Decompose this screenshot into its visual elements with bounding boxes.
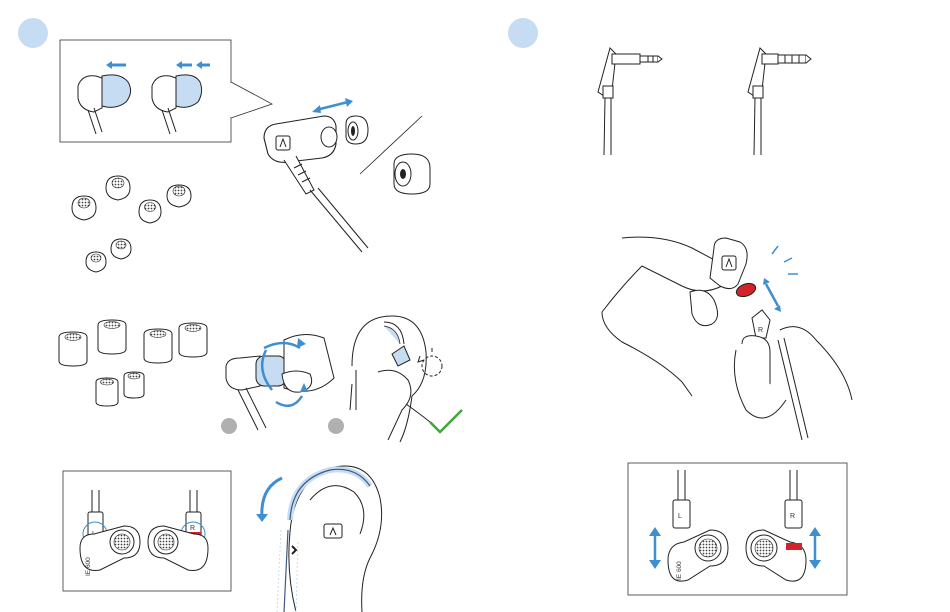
cable-over-ear	[256, 466, 382, 612]
left-right-identification: L IE 600 R	[63, 471, 231, 591]
left-marker-label: L	[678, 513, 682, 520]
sparkle-icon	[772, 246, 798, 274]
double-arrow-icon	[766, 284, 778, 306]
silicone-tip-set	[72, 176, 191, 272]
step-marker-left	[18, 18, 48, 48]
connector-orientation: L IE 600 R	[628, 463, 847, 595]
rotate-arrow-icon	[262, 478, 282, 518]
insert-into-ear	[350, 316, 442, 442]
earphone-tip-exchange	[264, 98, 430, 252]
connect-cable-hands: R	[602, 237, 852, 440]
foam-tip-set	[59, 320, 207, 406]
model-label: IE 600	[676, 561, 683, 580]
step-dot-1	[221, 418, 237, 434]
foam-eartip	[394, 154, 430, 194]
eartip-fit-callout	[60, 40, 272, 142]
plug-4-4mm	[748, 48, 811, 155]
silicone-eartip	[346, 116, 368, 144]
right-marker-label: R	[790, 513, 795, 520]
plug-3-5mm	[598, 48, 662, 155]
double-arrow-icon	[316, 102, 348, 110]
checkmark-icon	[430, 410, 462, 432]
right-marker-label: R	[758, 327, 763, 334]
compress-foam-tip	[226, 334, 334, 430]
step-marker-right	[508, 18, 538, 48]
right-marker-label: R	[190, 525, 195, 532]
model-label: IE 600	[85, 557, 92, 576]
step-dot-2	[328, 418, 344, 434]
